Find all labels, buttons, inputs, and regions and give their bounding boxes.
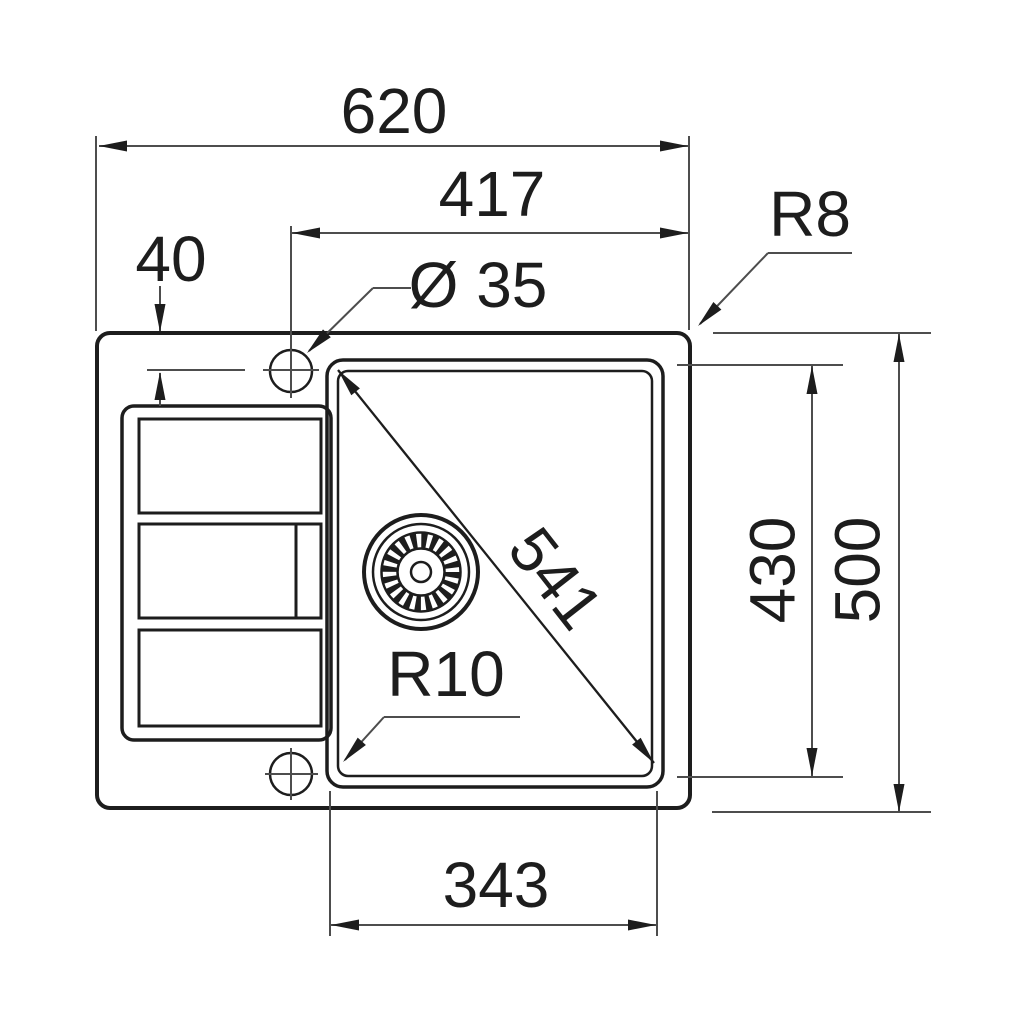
callout-label-r10: R10 [387, 638, 504, 710]
dimension-343: 343 [329, 791, 658, 936]
dimension-40: 40 [135, 223, 207, 406]
bowl-inner-edge [336, 369, 654, 778]
strainer-slot-ring-outer [380, 531, 462, 613]
dimension-417: 417 [290, 158, 688, 398]
callout-label-diameter: Ø 35 [409, 249, 548, 321]
faucet-hole-top [147, 348, 319, 394]
dimension-line-diagonal [337, 369, 655, 764]
arrowhead [660, 140, 688, 152]
drainboard [120, 404, 333, 742]
sink-outline [95, 331, 692, 810]
drainboard-rib-3 [137, 628, 323, 728]
strainer-slot-ring-inner [396, 547, 446, 597]
arrowhead [338, 370, 360, 396]
arrowhead [154, 304, 166, 332]
arrowhead [660, 227, 688, 239]
dimension-label-343: 343 [443, 849, 550, 921]
arrowhead [893, 334, 905, 362]
dimension-label-430: 430 [736, 517, 808, 624]
arrowhead [154, 372, 166, 400]
strainer-slots [382, 533, 460, 611]
sink-outer-edge [95, 331, 692, 810]
arrowhead [806, 748, 818, 776]
arrowhead [292, 227, 320, 239]
callout-r8: R8 [698, 178, 852, 326]
dimension-label-541: 541 [494, 514, 616, 642]
dimension-620: 620 [95, 75, 690, 331]
drainboard-rib-1 [137, 417, 323, 515]
drainboard-rib-2 [137, 522, 323, 620]
dimension-500: 500 [712, 332, 931, 813]
dimension-label-417: 417 [439, 158, 546, 230]
arrowhead [632, 737, 654, 763]
dimension-430: 430 [677, 364, 843, 778]
arrowhead [331, 919, 359, 931]
strainer-outer-rim [362, 513, 480, 631]
dimension-label-620: 620 [341, 75, 448, 147]
dimension-label-500: 500 [821, 517, 893, 624]
faucet-hole-bottom [265, 748, 318, 800]
arrowhead [628, 919, 656, 931]
dimension-label-40: 40 [135, 223, 206, 295]
arrowhead [806, 366, 818, 394]
callout-hole-diameter: Ø 35 [307, 249, 547, 353]
callout-label-r8: R8 [769, 178, 851, 250]
strainer-center-hole [409, 560, 433, 584]
drain-strainer [362, 513, 480, 631]
bowl-outer-edge [325, 358, 665, 789]
arrowhead [99, 140, 127, 152]
drainboard-edge [120, 404, 333, 742]
strainer-rim-inner [371, 522, 471, 622]
arrowhead [307, 329, 331, 353]
callout-r10: R10 [343, 638, 520, 762]
bowl [325, 358, 665, 789]
arrowhead [343, 737, 366, 762]
arrowhead [893, 784, 905, 812]
arrowhead [698, 302, 722, 326]
